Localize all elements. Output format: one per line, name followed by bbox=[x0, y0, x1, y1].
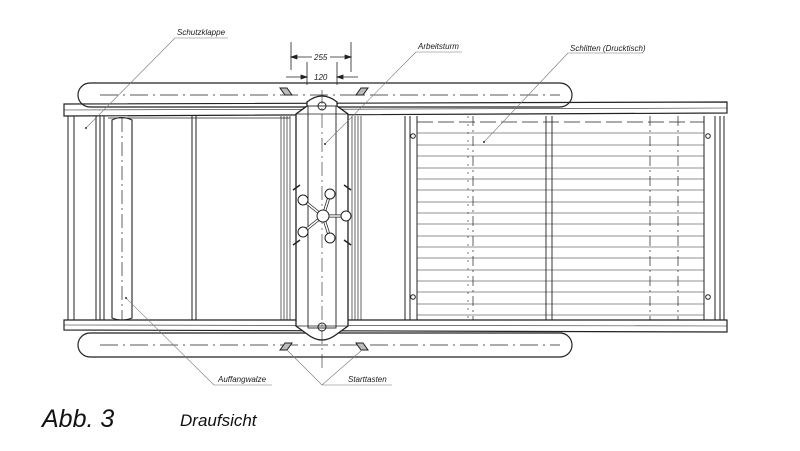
label-auffangwalze: Auffangwalze bbox=[217, 375, 267, 384]
start-button-top-left bbox=[279, 87, 293, 96]
tower-side-rails bbox=[280, 116, 362, 320]
start-button-top-right bbox=[355, 87, 369, 96]
work-tower bbox=[292, 90, 352, 370]
label-schlitten: Schlitten (Drucktisch) bbox=[570, 44, 646, 53]
catching-roller bbox=[111, 116, 133, 321]
label-arbeitsturm: Arbeitsturm bbox=[417, 42, 459, 51]
dimension-255-value: 255 bbox=[313, 53, 328, 62]
label-schutzklappe: Schutzklappe bbox=[177, 28, 226, 37]
dimension-120 bbox=[286, 62, 358, 85]
start-button-bottom-left bbox=[279, 342, 293, 351]
top-handle-rail bbox=[77, 82, 573, 108]
start-button-bottom-right bbox=[355, 342, 369, 351]
leader-lines bbox=[85, 37, 643, 386]
dimension-120-value: 120 bbox=[314, 73, 328, 82]
bottom-handle-rail bbox=[77, 332, 573, 358]
figure-number: Abb. 3 bbox=[42, 405, 115, 433]
handwheel-icon bbox=[297, 188, 352, 244]
figure-title: Draufsicht bbox=[180, 411, 257, 430]
dimension-255 bbox=[289, 42, 353, 72]
left-frame bbox=[67, 116, 105, 320]
label-starttasten: Starttasten bbox=[348, 375, 387, 384]
top-frame-bar bbox=[63, 101, 728, 117]
bottom-frame-bar bbox=[63, 319, 728, 333]
print-sled bbox=[404, 116, 725, 320]
